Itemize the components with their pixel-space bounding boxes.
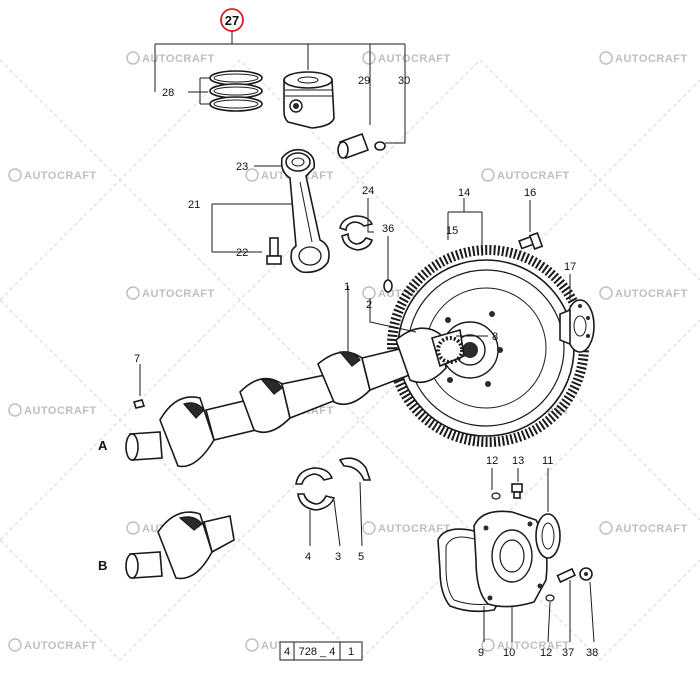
callout-28[interactable]: 28 <box>162 87 174 99</box>
watermark: AUTOCRAFT <box>362 521 451 535</box>
callout-28-group[interactable]: 28 <box>162 77 210 105</box>
callout-27-group[interactable]: 27 <box>154 8 406 144</box>
svg-text:AUTOCRAFT: AUTOCRAFT <box>142 288 215 300</box>
callout-13[interactable]: 13 <box>512 455 524 467</box>
svg-text:AUTOCRAFT: AUTOCRAFT <box>497 170 570 182</box>
callout-29[interactable]: 29 <box>358 75 370 87</box>
callout-14-15-group[interactable]: 14 15 <box>446 187 483 256</box>
callout-5[interactable]: 5 <box>358 551 364 563</box>
callout-17[interactable]: 17 <box>564 261 576 273</box>
callout-12-13-11-group[interactable]: 12 13 11 <box>486 455 553 512</box>
callout-10[interactable]: 10 <box>503 647 515 659</box>
housing-washer-upper <box>491 492 501 500</box>
flywheel-bolt <box>518 232 544 250</box>
callout-24[interactable]: 24 <box>362 185 374 197</box>
stud-nut <box>579 567 593 581</box>
watermark: AUTOCRAFT <box>362 51 451 65</box>
svg-text:AUTOCRAFT: AUTOCRAFT <box>378 523 451 535</box>
svg-text:AUTOCRAFT: AUTOCRAFT <box>615 288 688 300</box>
callout-7-group[interactable]: 7 <box>134 353 141 396</box>
main-bearing-upper <box>295 467 334 485</box>
main-bearing-lower <box>297 493 336 511</box>
callout-9[interactable]: 9 <box>478 647 484 659</box>
callout-11[interactable]: 11 <box>542 455 553 467</box>
piston-rings <box>209 70 263 112</box>
housing-bolt-lower <box>556 567 577 584</box>
callout-9-10-12-37-38-group[interactable]: 9 10 12 37 38 <box>478 580 598 659</box>
callout-12-lower[interactable]: 12 <box>540 647 552 659</box>
callout-4[interactable]: 4 <box>305 551 311 563</box>
conrod-bearings <box>339 215 374 251</box>
plate-cell: 1 <box>348 646 354 658</box>
callout-8-group[interactable]: 8 <box>456 331 498 343</box>
watermark: AUTOCRAFT <box>481 168 570 182</box>
variant-label-a: A <box>98 438 108 453</box>
circlip <box>374 141 386 151</box>
callout-36-group[interactable]: 36 <box>382 223 394 280</box>
watermark: AUTOCRAFT <box>599 521 688 535</box>
crankshaft-a <box>125 327 465 468</box>
callout-22[interactable]: 22 <box>236 247 248 259</box>
variant-label-b: B <box>98 558 107 573</box>
svg-text:AUTOCRAFT: AUTOCRAFT <box>497 640 570 652</box>
callout-3[interactable]: 3 <box>335 551 341 563</box>
callout-27[interactable]: 27 <box>225 13 239 28</box>
watermark-grid <box>0 59 700 661</box>
callout-7[interactable]: 7 <box>134 353 140 365</box>
svg-text:AUTOCRAFT: AUTOCRAFT <box>615 53 688 65</box>
svg-text:AUTOCRAFT: AUTOCRAFT <box>24 170 97 182</box>
callout-38[interactable]: 38 <box>586 647 598 659</box>
callout-23[interactable]: 23 <box>236 161 248 173</box>
svg-text:AUTOCRAFT: AUTOCRAFT <box>615 523 688 535</box>
callout-17-group[interactable]: 17 <box>564 261 576 300</box>
plate-cell: 728 _ 4 <box>299 646 336 658</box>
callout-14[interactable]: 14 <box>458 187 470 199</box>
thrust-washer <box>338 457 372 481</box>
watermark: AUTOCRAFT <box>8 403 97 417</box>
watermark: AUTOCRAFT <box>481 638 570 652</box>
callout-21-23-22-group[interactable]: 23 21 22 <box>188 161 292 259</box>
callout-1-2-group[interactable]: 1 2 <box>344 281 417 352</box>
flywheel <box>387 245 589 447</box>
plate-cell: 4 <box>284 646 290 658</box>
watermark: AUTOCRAFT <box>8 638 97 652</box>
svg-text:AUTOCRAFT: AUTOCRAFT <box>24 405 97 417</box>
callout-2[interactable]: 2 <box>366 299 372 311</box>
callout-36[interactable]: 36 <box>382 223 394 235</box>
reference-plate: 4 728 _ 4 1 <box>279 641 363 661</box>
callout-37[interactable]: 37 <box>562 647 574 659</box>
callout-12-upper[interactable]: 12 <box>486 455 498 467</box>
callout-16[interactable]: 16 <box>524 187 536 199</box>
oil-seal <box>535 513 561 559</box>
svg-text:AUTOCRAFT: AUTOCRAFT <box>24 640 97 652</box>
watermark: AUTOCRAFT <box>126 286 215 300</box>
callout-21[interactable]: 21 <box>188 199 200 211</box>
piston <box>283 71 335 129</box>
dowel-pin <box>383 279 393 293</box>
callout-16-group[interactable]: 16 <box>524 187 536 232</box>
housing-bolt-upper <box>511 483 523 499</box>
crankshaft-b <box>125 511 235 580</box>
rod-bolt <box>266 237 282 265</box>
connecting-rod <box>280 148 330 274</box>
watermark: AUTOCRAFT <box>599 51 688 65</box>
crankshaft-hub <box>559 299 595 353</box>
callout-24-group[interactable]: 24 <box>362 185 374 233</box>
watermark: AUTOCRAFT <box>599 286 688 300</box>
seal-housing <box>473 510 548 608</box>
woodruff-key <box>132 399 146 409</box>
watermark: AUTOCRAFT <box>126 51 215 65</box>
housing-washer-lower <box>545 594 555 602</box>
callout-1[interactable]: 1 <box>344 281 350 293</box>
svg-text:AUTOCRAFT: AUTOCRAFT <box>142 53 215 65</box>
callout-15[interactable]: 15 <box>446 225 458 237</box>
svg-text:AUTOCRAFT: AUTOCRAFT <box>378 53 451 65</box>
watermark: AUTOCRAFT <box>8 168 97 182</box>
callout-8[interactable]: 8 <box>492 331 498 343</box>
piston-pin <box>337 132 370 160</box>
callout-4-3-5-group[interactable]: 4 3 5 <box>305 481 364 563</box>
callout-30[interactable]: 30 <box>398 75 410 87</box>
